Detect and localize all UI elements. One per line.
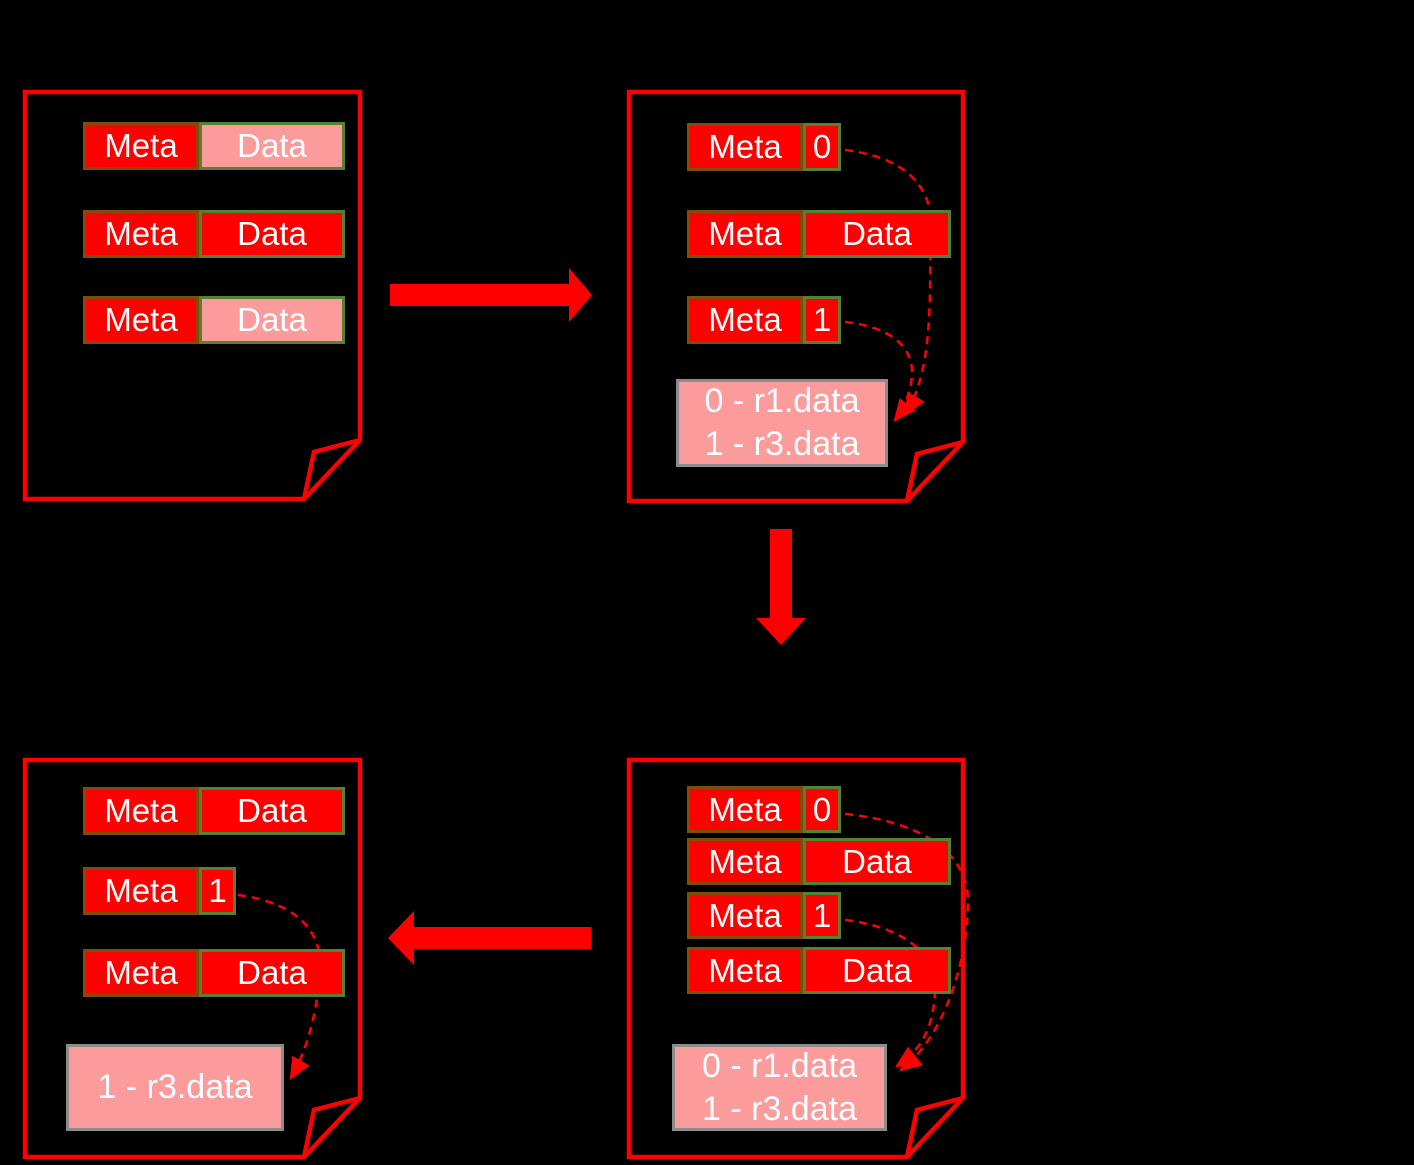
note-line: 0 - r1.data (702, 1046, 857, 1085)
page-outline-bottom-left (22, 757, 363, 1160)
slot-cell: 1 (803, 296, 841, 344)
meta-cell: Meta (687, 296, 803, 344)
meta-cell: Meta (687, 786, 803, 833)
data-cell: Data (803, 210, 951, 258)
pointer-arc-topright-slot0 (844, 148, 933, 417)
page-outline-top-left (22, 89, 363, 502)
slot-cell: 0 (803, 123, 841, 171)
meta-cell: Meta (83, 122, 199, 170)
note-line: 1 - r3.data (97, 1068, 253, 1106)
data-cell: Data (803, 947, 951, 994)
meta-cell: Meta (83, 949, 199, 997)
pointer-arc-bottomright-slot0 (844, 812, 970, 1072)
overflow-note-box: 0 - r1.data 1 - r3.data (676, 379, 888, 467)
slot-cell: 1 (803, 892, 841, 939)
data-cell: Data (803, 838, 951, 885)
meta-cell: Meta (687, 838, 803, 885)
note-line: 0 - r1.data (704, 382, 860, 420)
arrow-down-icon (756, 529, 806, 645)
page-fold-top-right (904, 439, 964, 502)
data-cell: Data (199, 949, 345, 997)
slot-cell: 0 (803, 786, 841, 833)
note-line: 1 - r3.data (702, 1089, 857, 1128)
page-outline-top-right (626, 89, 966, 504)
overflow-note-box: 1 - r3.data (66, 1044, 284, 1131)
meta-cell: Meta (83, 787, 199, 835)
overflow-note-box: 0 - r1.data 1 - r3.data (672, 1044, 887, 1131)
slot-cell: 1 (199, 867, 236, 915)
meta-cell: Meta (83, 296, 199, 344)
page-fold-top-left (301, 437, 361, 500)
data-cell: Data (199, 210, 345, 258)
data-cell: Data (199, 787, 345, 835)
arrow-left-icon (388, 911, 591, 965)
meta-cell: Meta (687, 892, 803, 939)
meta-cell: Meta (83, 210, 199, 258)
pointer-arc-topright-slot1 (844, 320, 916, 422)
meta-cell: Meta (83, 867, 199, 915)
meta-cell: Meta (687, 123, 803, 171)
pointer-arc-bottomleft-slot1 (237, 893, 322, 1081)
note-line: 1 - r3.data (704, 425, 860, 463)
meta-cell: Meta (687, 947, 803, 994)
page-fold-bottom-right (904, 1095, 964, 1158)
page-outline-bottom-right (626, 757, 966, 1160)
arrow-right-icon (390, 268, 592, 322)
meta-cell: Meta (687, 210, 803, 258)
data-cell: Data (199, 122, 345, 170)
page-fold-bottom-left (301, 1095, 361, 1158)
data-cell: Data (199, 296, 345, 344)
